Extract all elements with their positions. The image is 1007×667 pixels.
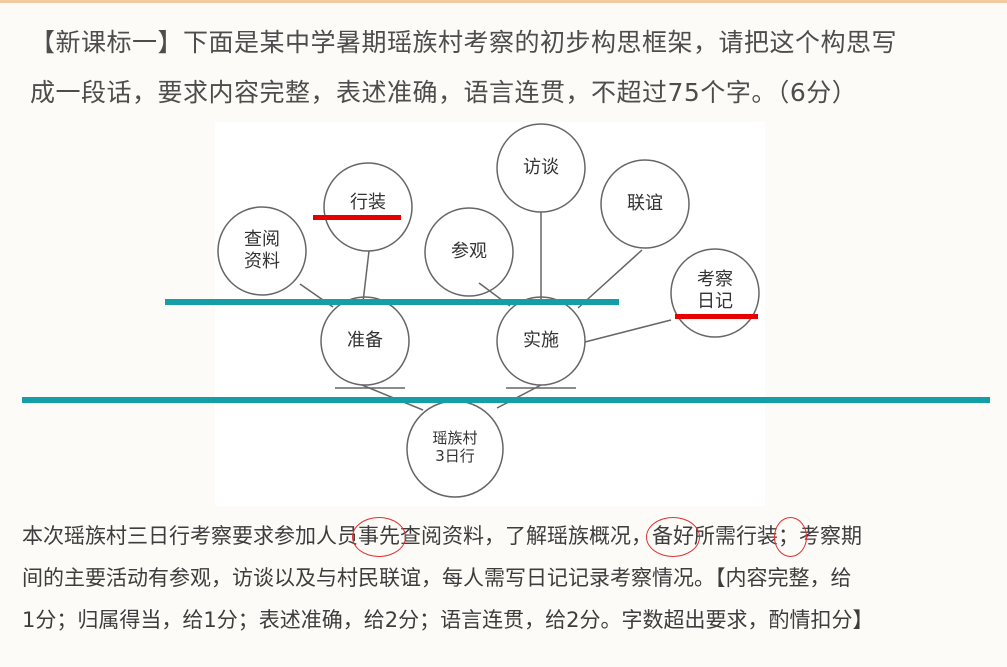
answer-segment: 考察期: [799, 524, 862, 548]
node-label-line: 准备: [347, 330, 383, 351]
node-label-line: 行装: [350, 192, 386, 213]
answer-line-3: 1分；归属得当，给1分；表述准确，给2分；语言连贯，给2分。字数超出要求，酌情扣…: [22, 608, 874, 632]
node-visit: 参观: [451, 241, 487, 263]
node-luggage: 行装: [350, 192, 386, 214]
node-label-line: 查阅: [244, 229, 280, 250]
node-label-line: 3日行: [435, 447, 475, 465]
top-border: [0, 0, 1007, 3]
node-research-materials: 查阅 资料: [244, 229, 280, 273]
node-root: 瑶族村 3日行: [432, 429, 477, 465]
node-label-line: 联谊: [627, 193, 663, 214]
highlight-circle-beihao: 备好: [646, 515, 700, 557]
node-label-line: 实施: [523, 330, 559, 351]
answer-segment: 本次瑶族村三日行考察要求参加人员: [22, 524, 358, 548]
node-inspection-diary: 考察 日记: [697, 269, 733, 313]
answer-line-1: 本次瑶族村三日行考察要求参加人员事先查阅资料，了解瑶族概况，备好所需行装；考察期: [22, 515, 982, 557]
node-preparation: 准备: [347, 330, 383, 352]
node-label-line: 资料: [244, 251, 280, 272]
node-label-line: 访谈: [523, 157, 559, 178]
node-fellowship: 联谊: [627, 193, 663, 215]
node-label-line: 考察: [697, 269, 733, 290]
node-interview: 访谈: [523, 157, 559, 179]
highlight-circle-semicolon: ；: [774, 515, 807, 557]
answer-line-2: 间的主要活动有参观，访谈以及与村民联谊，每人需写日记记录考察情况。【内容完整，给: [22, 566, 852, 590]
diagram-panel: [215, 122, 765, 506]
answer-segment: 查阅资料，了解瑶族概况，: [400, 524, 652, 548]
question-line-1: 【新课标一】下面是某中学暑期瑶族村考察的初步构思框架，请把这个构思写: [30, 28, 898, 57]
node-implementation: 实施: [523, 330, 559, 352]
highlight-circle-shixian: 事先: [352, 515, 406, 557]
node-label-line: 日记: [697, 291, 733, 312]
answer-segment: 所需行装: [694, 524, 778, 548]
node-label-line: 瑶族村: [432, 429, 478, 447]
answer-text: 本次瑶族村三日行考察要求参加人员事先查阅资料，了解瑶族概况，备好所需行装；考察期…: [22, 515, 982, 641]
question-text: 【新课标一】下面是某中学暑期瑶族村考察的初步构思框架，请把这个构思写 成一段话，…: [30, 18, 980, 118]
node-label-line: 参观: [451, 241, 487, 262]
question-line-2: 成一段话，要求内容完整，表述准确，语言连贯，不超过75个字。（6分）: [30, 78, 858, 107]
